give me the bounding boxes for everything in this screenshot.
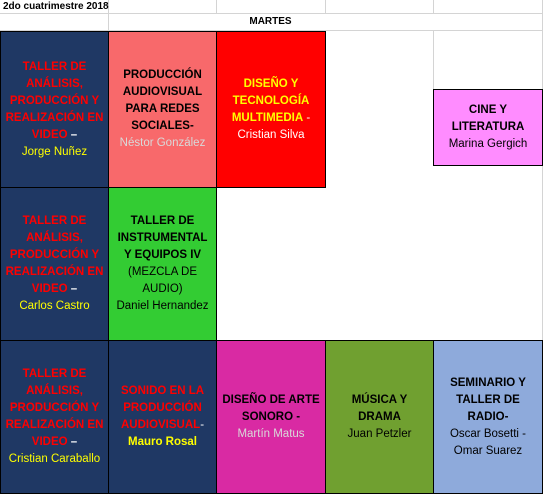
course-title: DISEÑO DE ARTE SONORO - xyxy=(222,393,320,423)
sheet-title: 2do cuatrimestre 2018 xyxy=(3,1,109,12)
class-cell: MÚSICA Y DRAMA Juan Petzler xyxy=(325,340,434,494)
professor-name: Jorge Nuñez xyxy=(21,145,88,158)
separator: – xyxy=(67,436,78,448)
course-title: TALLER DE ANÁLISIS, PRODUCCIÓN Y REALIZA… xyxy=(5,215,104,295)
course-title: CINE Y LITERATURA xyxy=(451,104,525,133)
class-cell: DISEÑO Y TECNOLOGÍA MULTIMEDIA - Cristia… xyxy=(216,31,326,188)
professor-name: Mauro Rosal xyxy=(127,436,197,448)
course-title: SONIDO EN LA PRODUCCIÓN AUDIOVISUAL xyxy=(120,385,205,431)
day-header: MARTES xyxy=(249,16,292,27)
separator: - xyxy=(200,419,205,431)
course-title: TALLER DE INSTRUMENTAL Y EQUIPOS IV xyxy=(117,215,208,261)
course-title: MÚSICA Y DRAMA xyxy=(351,393,408,423)
professor-name: Juan Petzler xyxy=(347,427,412,440)
class-cell: DISEÑO DE ARTE SONORO - Martín Matus xyxy=(216,340,326,494)
class-cell: TALLER DE INSTRUMENTAL Y EQUIPOS IV (MEZ… xyxy=(108,187,217,341)
course-title: TALLER DE ANÁLISIS, PRODUCCIÓN Y REALIZA… xyxy=(5,368,104,448)
separator: - xyxy=(303,111,311,124)
class-cell: PRODUCCIÓN AUDIOVISUAL PARA REDES SOCIAL… xyxy=(108,31,217,188)
class-cell: TALLER DE ANÁLISIS, PRODUCCIÓN Y REALIZA… xyxy=(0,187,109,341)
professor-name: Néstor González xyxy=(119,137,206,149)
separator: – xyxy=(67,128,78,141)
course-title: DISEÑO Y TECNOLOGÍA MULTIMEDIA xyxy=(231,77,310,124)
class-cell: SEMINARIO Y TALLER DE RADIO- Oscar Boset… xyxy=(433,340,543,494)
class-cell: CINE Y LITERATURA Marina Gergich xyxy=(433,89,543,166)
separator: – xyxy=(67,283,78,295)
professor-name: Cristian Silva xyxy=(237,128,305,141)
class-cell: TALLER DE ANÁLISIS, PRODUCCIÓN Y REALIZA… xyxy=(0,31,109,188)
professor-name: Daniel Hernandez xyxy=(116,300,209,312)
course-note: (MEZCLA DE AUDIO) xyxy=(127,266,197,295)
professor-name: Oscar Bosetti - Omar Suarez xyxy=(449,427,527,457)
professor-name: Cristian Caraballo xyxy=(8,453,101,465)
class-cell: TALLER DE ANÁLISIS, PRODUCCIÓN Y REALIZA… xyxy=(0,340,109,494)
professor-name: Martín Matus xyxy=(237,427,305,440)
class-cell: SONIDO EN LA PRODUCCIÓN AUDIOVISUAL- Mau… xyxy=(108,340,217,494)
professor-name: Marina Gergich xyxy=(448,138,528,150)
course-title: SEMINARIO Y TALLER DE RADIO- xyxy=(450,376,526,423)
professor-name: Carlos Castro xyxy=(19,300,90,312)
course-title: PRODUCCIÓN AUDIOVISUAL PARA REDES SOCIAL… xyxy=(122,69,203,132)
course-title: TALLER DE ANÁLISIS, PRODUCCIÓN Y REALIZA… xyxy=(5,60,104,141)
